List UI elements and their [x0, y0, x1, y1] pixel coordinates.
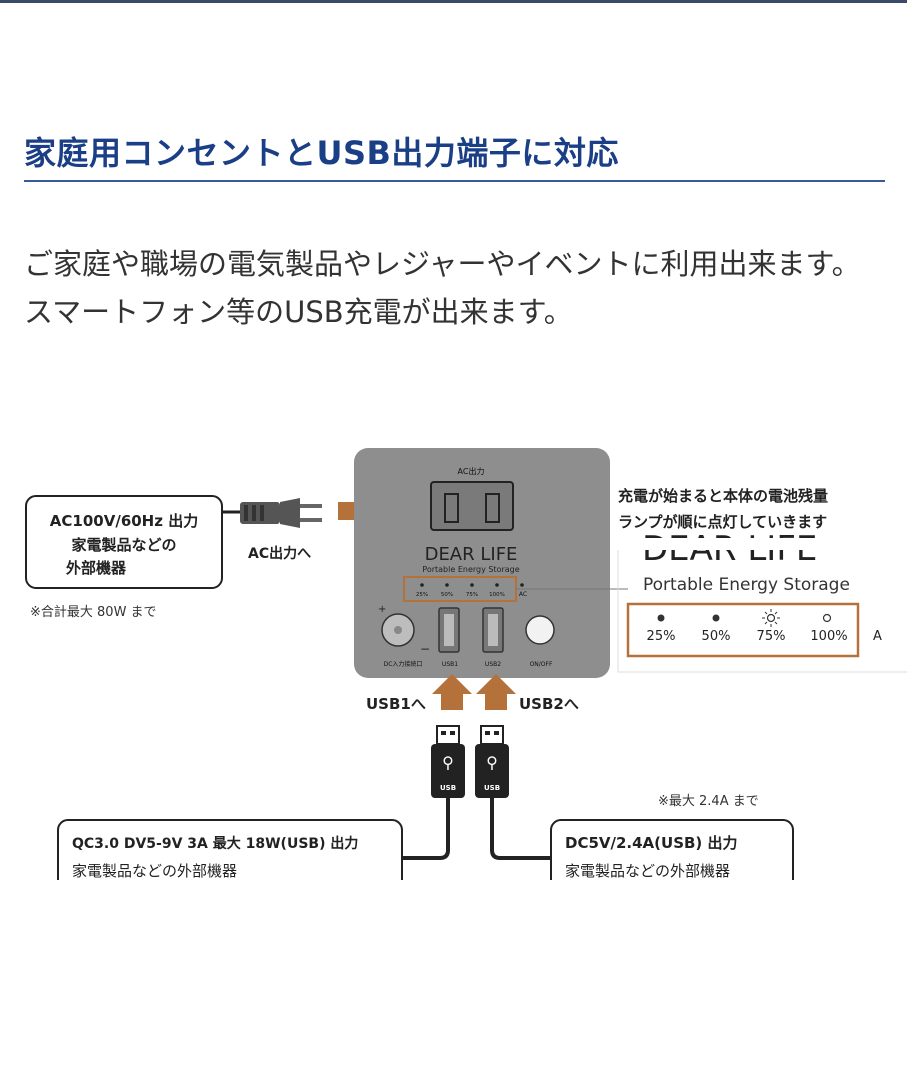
zoom-level-25: 25% — [647, 629, 676, 644]
svg-text:USB: USB — [484, 784, 500, 792]
device-ac-label: AC出力 — [458, 466, 485, 476]
device-port-onoff: ON/OFF — [530, 661, 553, 668]
description-line-2: スマートフォン等のUSB充電が出来ます。 — [24, 295, 573, 329]
usb2-plug-icon: ⚲ USB — [475, 725, 552, 860]
device-level-75: 75% — [466, 592, 478, 598]
device-level-100: 100% — [489, 592, 505, 598]
indicator-zoom-panel: DEAR LIFE Portable Energy Storage 25% 50… — [516, 529, 907, 673]
ac-plug-icon — [222, 498, 322, 528]
section-title: 家庭用コンセントとUSB出力端子に対応 — [24, 134, 619, 172]
zoom-ac-fragment: A — [873, 629, 882, 644]
dc-box-line-1: DC5V/2.4A(USB) 出力 — [565, 834, 738, 852]
device-plus: + — [378, 604, 386, 615]
ac-output-box: AC100V/60Hz 出力 家電製品などの 外部機器 — [25, 495, 223, 589]
device-brand: DEAR LIFE — [425, 544, 518, 565]
qc-box-line-2: 家電製品などの外部機器 — [72, 862, 237, 880]
ac-box-line-3: 外部機器 — [65, 559, 127, 577]
ac-box-line-2: 家電製品などの — [71, 536, 176, 554]
usb2-note: ※最大 2.4A まで — [658, 794, 759, 809]
top-border — [0, 0, 907, 3]
usb2-label: USB2へ — [519, 695, 579, 713]
device-subtitle: Portable Energy Storage — [422, 565, 519, 574]
device-port-usb1: USB1 — [442, 661, 458, 668]
zoom-level-50: 50% — [702, 629, 731, 644]
svg-text:USB: USB — [440, 784, 456, 792]
zoom-level-75: 75% — [757, 629, 786, 644]
usb1-arrow-icon — [432, 674, 472, 710]
blinking-lamp-icon — [762, 609, 780, 627]
svg-text:⚲: ⚲ — [442, 753, 454, 772]
device-level-25: 25% — [416, 592, 428, 598]
dc-box-line-2: 家電製品などの外部機器 — [565, 862, 730, 880]
device-port-dc: DC入力接続口 — [384, 660, 423, 668]
title-divider — [24, 180, 885, 182]
product-diagram: AC100V/60Hz 出力 家電製品などの 外部機器 ※合計最大 80W まで… — [25, 448, 907, 880]
ac-note: ※合計最大 80W まで — [30, 604, 157, 620]
usb1-label: USB1へ — [366, 695, 426, 713]
svg-text:⚲: ⚲ — [486, 753, 498, 772]
qc-output-box: QC3.0 DV5-9V 3A 最大 18W(USB) 出力 家電製品などの外部… — [57, 819, 403, 880]
usb2-arrow-icon — [476, 674, 516, 710]
section-description: ご家庭や職場の電気製品やレジャーやイベントに利用出来ます。 スマートフォン等のU… — [24, 240, 864, 336]
ac-arrow-label: AC出力へ — [248, 545, 311, 562]
power-station-device: AC出力 DEAR LIFE Portable Energy Storage 2… — [354, 448, 610, 678]
ac-box-line-1: AC100V/60Hz 出力 — [50, 512, 198, 530]
zoom-level-100: 100% — [810, 629, 847, 644]
description-line-1: ご家庭や職場の電気製品やレジャーやイベントに利用出来ます。 — [24, 247, 861, 281]
lamp-note-line-1: 充電が始まると本体の電池残量 — [618, 487, 828, 505]
dc-output-box: DC5V/2.4A(USB) 出力 家電製品などの外部機器 — [550, 819, 794, 880]
device-ac-indicator: AC — [519, 591, 527, 598]
device-level-50: 50% — [441, 592, 453, 598]
zoom-subtitle: Portable Energy Storage — [643, 575, 850, 595]
device-port-usb2: USB2 — [485, 661, 501, 668]
device-minus: − — [420, 642, 430, 656]
qc-box-line-1: QC3.0 DV5-9V 3A 最大 18W(USB) 出力 — [72, 835, 358, 852]
usb1-plug-icon: ⚲ USB — [400, 725, 465, 860]
lamp-note-line-2: ランプが順に点灯していきます — [618, 513, 827, 531]
